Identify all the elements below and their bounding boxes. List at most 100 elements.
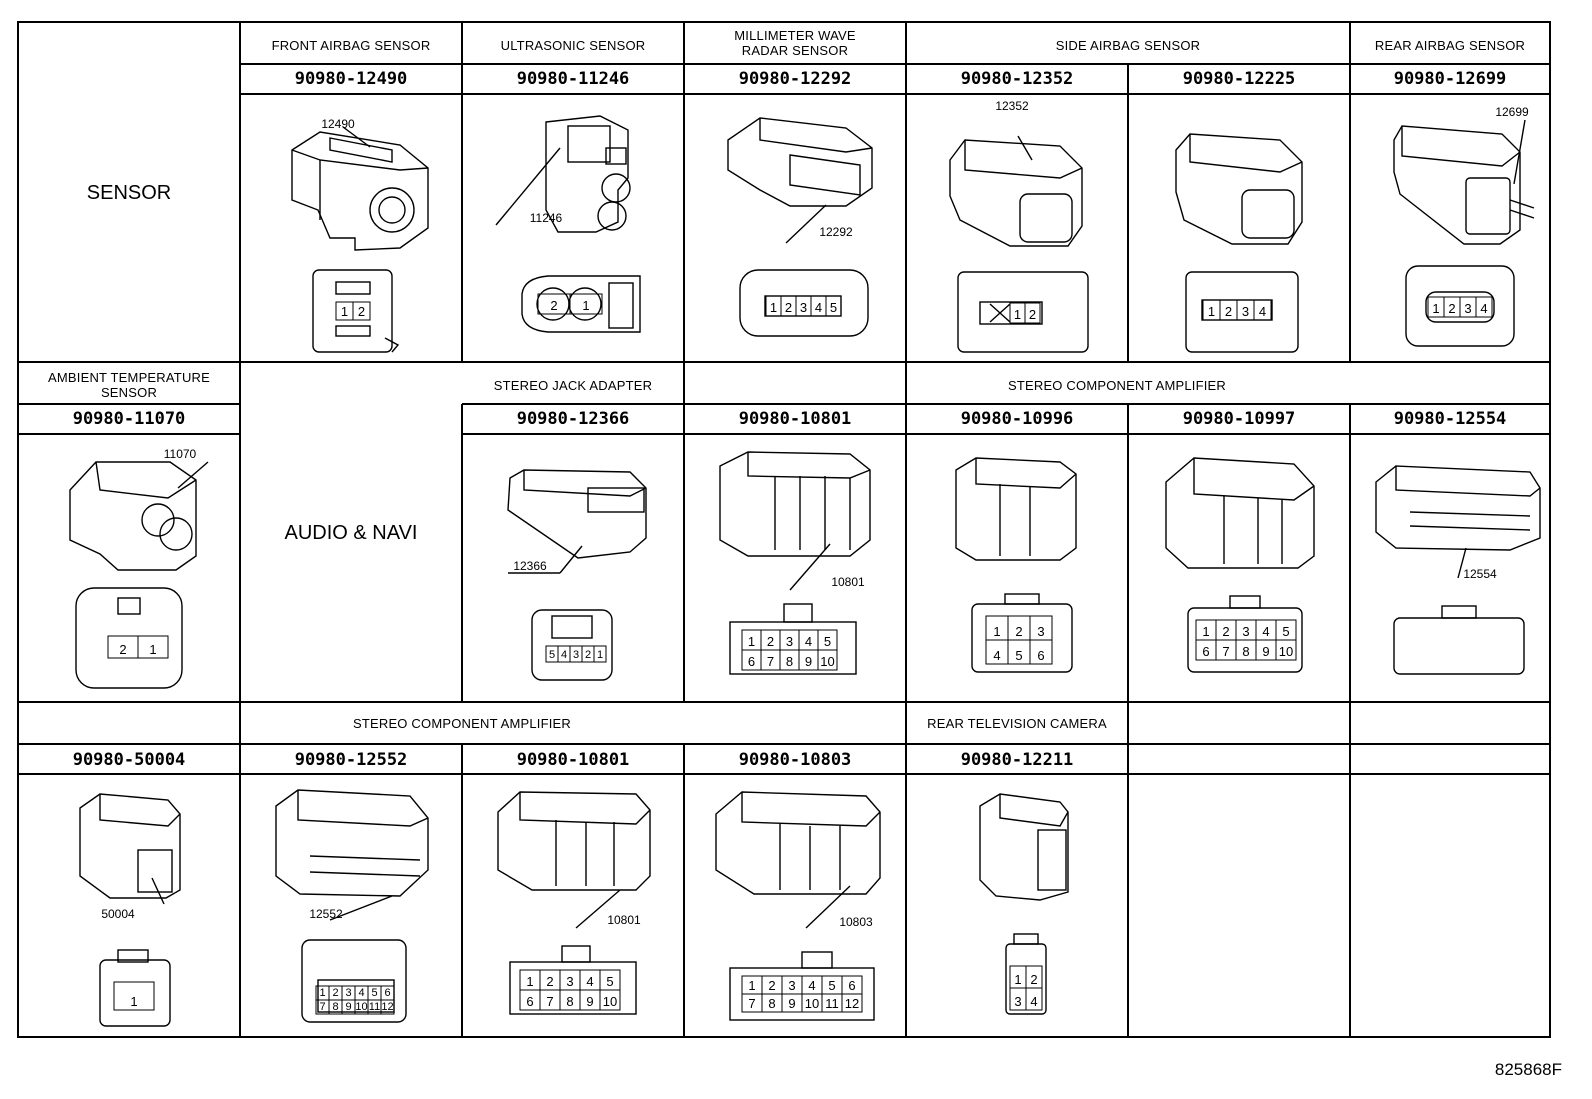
connector-50004-drawing [79, 793, 181, 1027]
pin-cell [599, 989, 621, 1011]
pin-number: 9 [1262, 644, 1269, 659]
pin-cell [1029, 639, 1053, 665]
pin-number: 1 [1202, 624, 1209, 639]
pin-cell [137, 635, 169, 659]
part-number: 90980-11246 [516, 69, 630, 89]
part-number: 90980-10997 [1182, 409, 1296, 429]
part-number: 90980-12211 [960, 750, 1074, 770]
pin-number: 3 [573, 649, 579, 661]
pin-number: 7 [546, 994, 553, 1009]
pin-number: 10 [603, 994, 617, 1009]
callout-number: 11070 [164, 447, 197, 461]
figure-id: 825868F [1494, 1060, 1562, 1079]
pin-number: 1 [597, 649, 603, 661]
group-rear-airbag-sensor: REAR AIRBAG SENSOR [1374, 38, 1526, 53]
connector-11246-drawing [495, 115, 641, 333]
pin-number: 2 [550, 298, 557, 313]
callout-number: 12490 [321, 117, 355, 131]
pin-number: 9 [586, 994, 593, 1009]
pin-number: 8 [786, 654, 793, 669]
pin-number: 5 [549, 649, 555, 661]
callout-number: 12366 [513, 559, 547, 573]
pin-number: 4 [358, 987, 364, 999]
part-number: 90980-11070 [72, 409, 186, 429]
part-number: 90980-12552 [294, 750, 408, 770]
pin-number: 10 [805, 996, 819, 1011]
pin-number: 5 [606, 974, 613, 989]
pin-number: 8 [768, 996, 775, 1011]
pin-number: 2 [119, 642, 126, 657]
callout-number: 50004 [101, 907, 135, 921]
callout-number: 10803 [839, 915, 873, 929]
connector-12352-drawing [949, 135, 1089, 353]
connector-10803-drawing [715, 791, 881, 1021]
pin-number: 8 [566, 994, 573, 1009]
pin-number: 7 [1222, 644, 1229, 659]
pin-number: 10 [820, 654, 834, 669]
pin-number: 2 [358, 304, 365, 319]
pin-number: 4 [993, 648, 1000, 663]
part-number: 90980-12366 [516, 409, 630, 429]
pin-cell [113, 981, 155, 1011]
pin-number: 9 [345, 1001, 351, 1013]
pin-number: 5 [824, 634, 831, 649]
callout-number: 11246 [530, 211, 563, 225]
callout-number: 10801 [607, 913, 641, 927]
callout-number: 12699 [1495, 105, 1529, 119]
part-number: 90980-50004 [72, 750, 186, 770]
pin-number: 4 [805, 634, 812, 649]
pin-cell [817, 649, 838, 671]
pin-number: 3 [1242, 624, 1249, 639]
pin-number: 6 [848, 978, 855, 993]
group-stereo-jack-adapter: STEREO JACK ADAPTER [493, 378, 653, 393]
connector-12490-drawing [291, 126, 429, 353]
callout-number: 12552 [309, 907, 343, 921]
connector-11070-drawing [69, 461, 209, 689]
pin-number: 7 [319, 1001, 325, 1013]
pin-number: 2 [585, 649, 591, 661]
part-number: 90980-10801 [738, 409, 852, 429]
pin-number: 3 [1037, 624, 1044, 639]
pin-cell [569, 293, 603, 315]
pin-number: 1 [130, 994, 137, 1009]
pin-cell [841, 993, 863, 1013]
pin-cell [1024, 302, 1041, 324]
pin-number: 3 [1014, 994, 1021, 1009]
pin-cell [1253, 299, 1272, 321]
pin-number: 4 [808, 978, 815, 993]
pin-number: 6 [526, 994, 533, 1009]
pin-cell [1475, 296, 1493, 318]
connector-12552-drawing [275, 789, 429, 1023]
pin-number: 1 [1432, 301, 1439, 316]
pin-number: 2 [785, 300, 792, 315]
part-number: 90980-12699 [1393, 69, 1507, 89]
pin-number: 12 [845, 996, 859, 1011]
pin-number: 1 [1014, 307, 1021, 322]
group-front-airbag-sensor: FRONT AIRBAG SENSOR [271, 38, 431, 53]
pin-number: 1 [770, 300, 777, 315]
pin-cell [1275, 639, 1297, 661]
connector-12554-drawing [1375, 465, 1541, 675]
pin-number: 6 [748, 654, 755, 669]
pin-number: 5 [1282, 624, 1289, 639]
pin-number: 1 [993, 624, 1000, 639]
group-stereo-component-amplifier: STEREO COMPONENT AMPLIFIER [1007, 378, 1227, 393]
pin-number: 5 [371, 987, 377, 999]
group-ambient-temperature-sensor: AMBIENT TEMPERATURE SENSOR [48, 370, 210, 400]
pin-number: 2 [1029, 307, 1036, 322]
pin-number: 3 [345, 987, 351, 999]
part-number: 90980-12352 [960, 69, 1074, 89]
pin-number: 3 [566, 974, 573, 989]
pin-number: 4 [1480, 301, 1487, 316]
pin-number: 2 [546, 974, 553, 989]
pin-number: 1 [341, 304, 348, 319]
pin-number: 2 [1225, 304, 1232, 319]
callout-number: 10801 [831, 575, 865, 589]
pin-number: 10 [355, 1001, 367, 1013]
pin-number: 10 [1279, 644, 1293, 659]
pin-number: 11 [825, 996, 839, 1011]
pin-number: 1 [582, 298, 589, 313]
pin-number: 2 [1222, 624, 1229, 639]
